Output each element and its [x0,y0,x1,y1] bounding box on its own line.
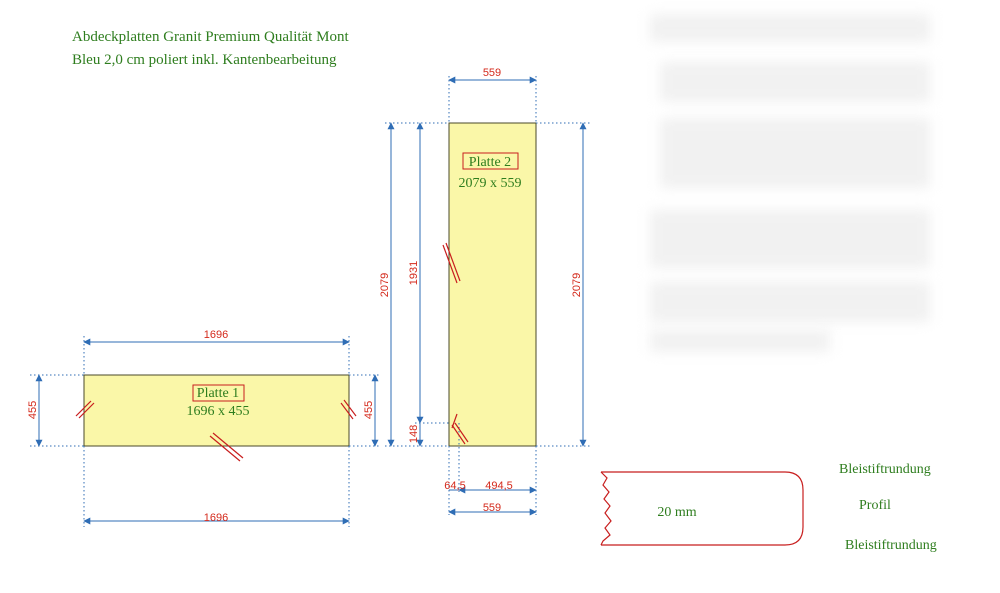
platte-2-dim-bottom-b: 494,5 [485,480,513,492]
platte-1-dim-left: 455 [27,401,39,419]
drawing-title-line-1: Abdeckplatten Granit Premium Qualität Mo… [72,29,349,45]
platte-1-dim-top: 1696 [204,329,228,341]
platte-2-dimension-lines [387,76,587,516]
profile-break-line [600,471,612,546]
platte-1-dim-right: 455 [363,401,375,419]
platte-1-size: 1696 x 455 [187,404,250,419]
platte-2-dim-left-outer: 2079 [379,273,391,297]
platte-2: 559 559 2079 1931 148 2079 64,5 494,5 Pl… [379,67,590,516]
profile-label-bottom: Bleistiftrundung [845,538,937,553]
platte-2-edge-marks [442,242,469,445]
edge-profile: 20 mm Bleistiftrundung Profil Bleistiftr… [600,462,937,553]
platte-2-dim-bottom-a: 64,5 [444,480,465,492]
platte-1: 1696 1696 455 455 Platte 1 1696 x 455 [27,329,380,527]
platte-1-slab [83,374,350,447]
platte-1-edge-marks [75,399,357,462]
platte-2-size: 2079 x 559 [459,176,522,191]
platte-2-dim-left-inner: 1931 [408,261,420,285]
platte-2-slab [448,122,537,447]
platte-1-label-box [192,384,245,402]
profile-outline [601,471,804,546]
drawing-title-line-2: Bleu 2,0 cm poliert inkl. Kantenbearbeit… [72,52,337,68]
platte-2-dim-left-small: 148 [408,425,420,443]
platte-1-dimension-lines [35,338,379,525]
platte-1-label: Platte 1 [197,386,239,401]
platte-2-dim-bottom: 559 [483,502,501,514]
profile-thickness: 20 mm [657,505,696,520]
platte-2-dim-top: 559 [483,67,501,79]
profile-label-mid: Profil [859,498,891,513]
platte-2-label: Platte 2 [469,155,511,170]
platte-1-dim-bottom: 1696 [204,512,228,524]
platte-2-dim-right: 2079 [571,273,583,297]
profile-label-top: Bleistiftrundung [839,462,931,477]
platte-2-label-box [462,152,519,170]
